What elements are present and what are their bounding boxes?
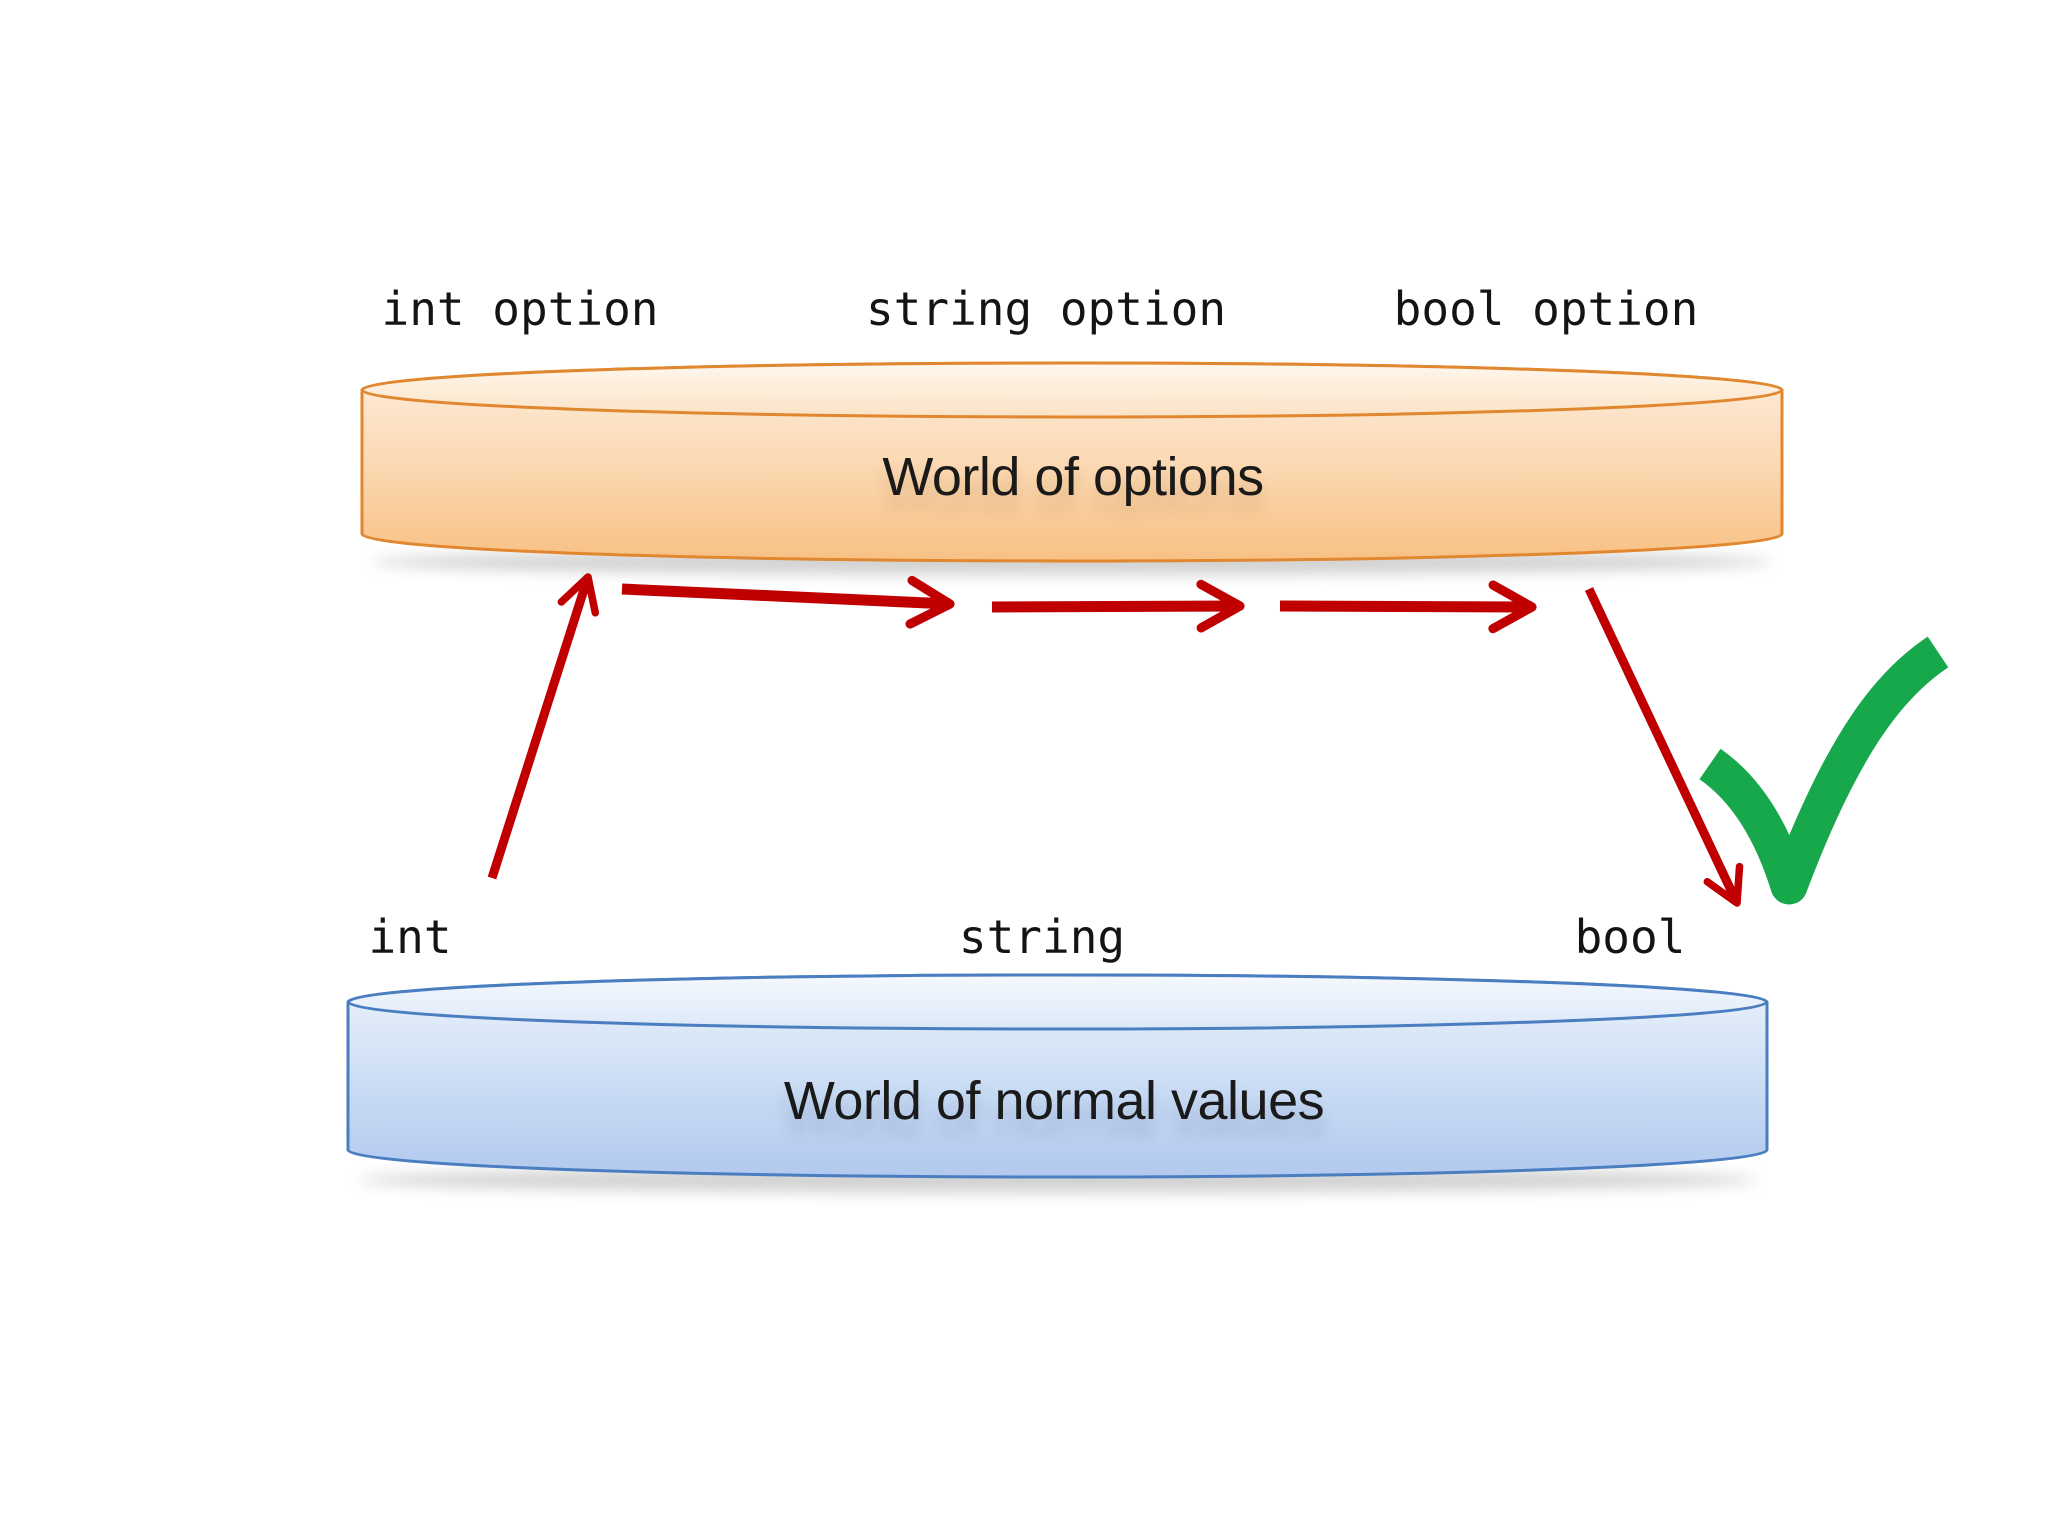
values-cylinder [346,973,1769,1179]
down-arrow-options-to-bool [1584,587,1744,907]
up-arrow-int-to-options [487,573,600,880]
type-label-string: string [958,910,1126,964]
type-label-bool-option: bool option [1393,282,1699,336]
type-label-int-option: int option [381,282,659,336]
right-arrow-3 [1279,580,1537,634]
type-label-string-option: string option [865,282,1227,336]
flow-arrows [487,573,1744,907]
right-arrow-2 [991,579,1245,633]
values-world-title: World of normal values [783,1071,1325,1131]
type-label-bool: bool [1574,910,1686,964]
checkmark-icon [1699,636,1949,905]
options-cylinder-top [360,361,1784,419]
values-cylinder-top [347,973,1768,1031]
right-arrow-1 [621,575,955,629]
type-label-int: int [368,910,452,964]
options-world-title: World of options [882,447,1264,507]
options-cylinder [360,361,1784,563]
